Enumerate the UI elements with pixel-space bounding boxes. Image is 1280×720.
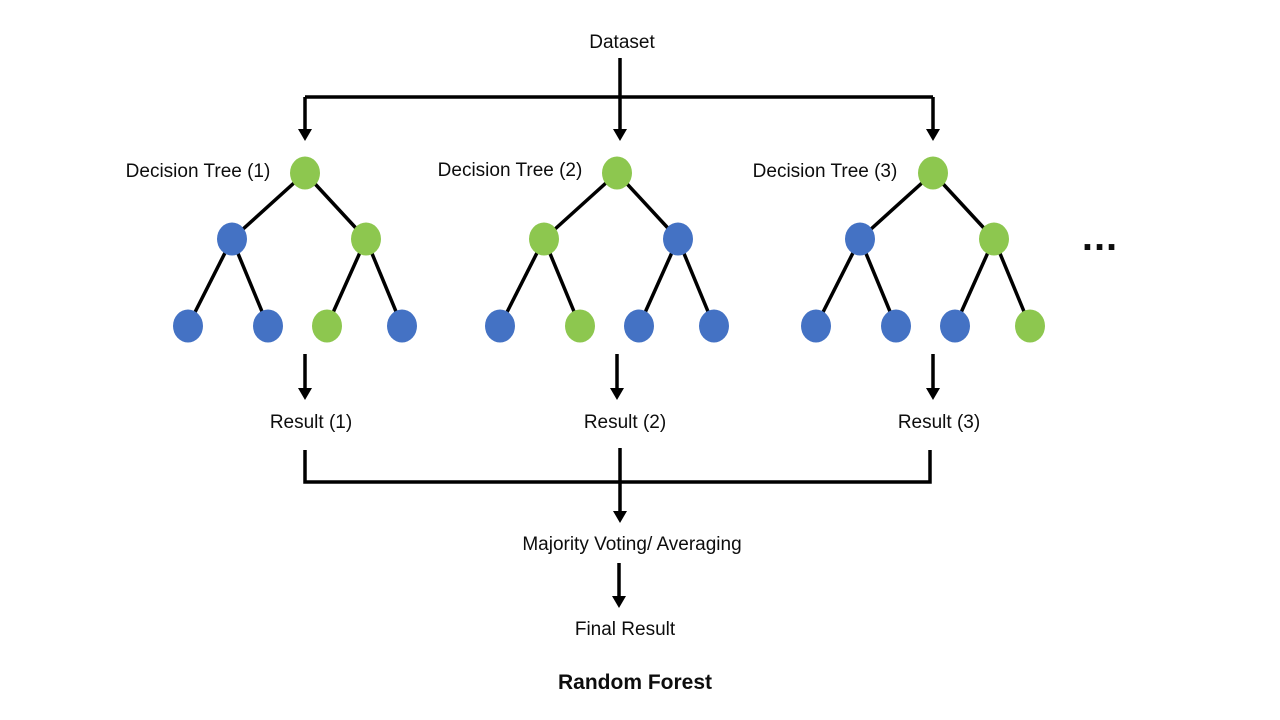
tree-1-node-1-green [290,156,320,190]
majority-voting-label: Majority Voting/ Averaging [522,534,742,555]
tree-3-node-5-blue [881,309,911,343]
tree-3-node-4-blue [801,309,831,343]
tree-2-edge [498,238,546,327]
tree-2-node-3-blue [663,222,693,256]
tree-3-edge [858,171,935,241]
tree-1-edge [186,238,234,327]
tree-2-node-2-green [529,222,559,256]
more-trees-ellipsis-icon: ... [1081,215,1119,259]
final-result-label: Final Result [574,619,676,640]
dataset-arrow-head [613,129,627,141]
result-arrow-2-head [610,388,624,400]
tree-2-node-1-green [602,156,632,190]
tree-2-node-7-blue [699,309,729,343]
merge-bracket [303,450,932,484]
tree-3-node-3-green [979,222,1009,256]
tree-3-node-1-green [918,156,948,190]
tree-3-edge [814,238,862,327]
branch-arrow-1-head [298,129,312,141]
result-3-label: Result (3) [897,412,981,433]
tree-3-node-6-blue [940,309,970,343]
tree-1-node-7-blue [387,309,417,343]
tree-3-node-2-blue [845,222,875,256]
result-arrow-3-head [926,388,940,400]
final-arrow-head [612,596,626,608]
result-2-label: Result (2) [583,412,667,433]
tree-3-label: Decision Tree (3) [752,161,898,182]
tree-1-node-4-blue [173,309,203,343]
result-1-label: Result (1) [269,412,353,433]
tree-1-node-2-blue [217,222,247,256]
tree-2-edge [542,171,619,241]
diagram-title: Random Forest [557,671,713,694]
result-arrow-1-head [298,388,312,400]
tree-1-node-5-blue [253,309,283,343]
dataset-label: Dataset [589,32,655,53]
tree-1-node-6-green [312,309,342,343]
tree-1-edge [230,171,307,241]
tree-1-label: Decision Tree (1) [125,161,271,182]
tree-1-node-3-green [351,222,381,256]
tree-3-node-7-green [1015,309,1045,343]
tree-2-node-6-blue [624,309,654,343]
merge-arrow-head [613,511,627,523]
tree-2-node-4-blue [485,309,515,343]
tree-2-label: Decision Tree (2) [437,160,583,181]
tree-2-node-5-green [565,309,595,343]
branch-arrow-3-head [926,129,940,141]
